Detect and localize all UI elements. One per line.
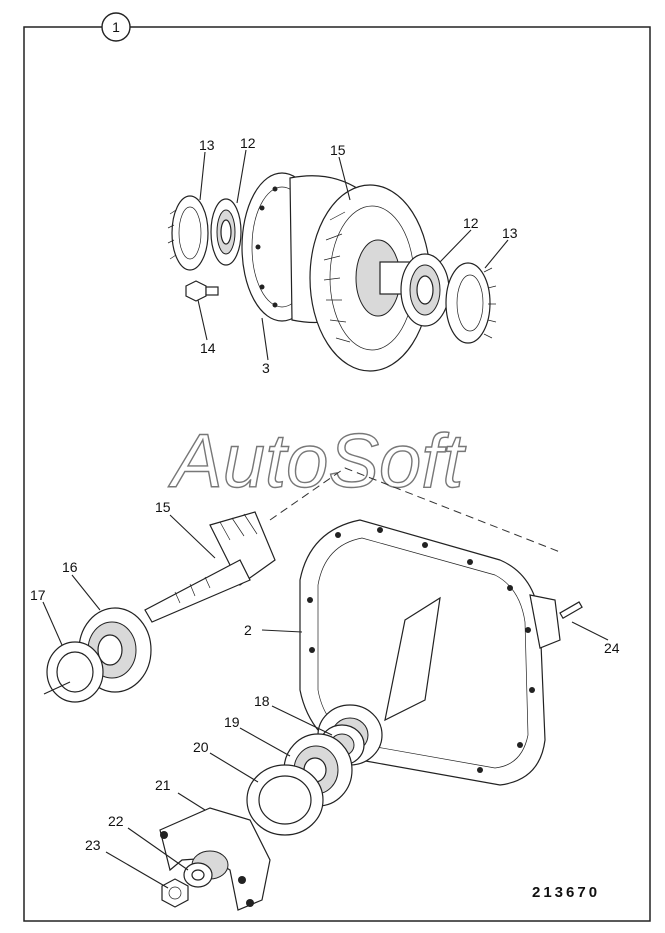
- pinion-gear: [144, 511, 276, 623]
- callout-12-right: 12: [463, 215, 479, 231]
- drive-yoke: [159, 807, 271, 911]
- callout-15-pinion: 15: [155, 499, 171, 515]
- callout-23: 23: [85, 837, 101, 853]
- yoke-nut: [161, 878, 189, 908]
- differential-assembly: [167, 172, 497, 372]
- callout-22: 22: [108, 813, 124, 829]
- callout-18: 18: [254, 693, 270, 709]
- callout-20: 20: [193, 739, 209, 755]
- callout-13-left: 13: [199, 137, 215, 153]
- callout-12-left: 12: [240, 135, 256, 151]
- left-bearing: [210, 198, 242, 266]
- lower-leader-lines: [42, 514, 609, 889]
- callout-2: 2: [244, 622, 252, 638]
- callout-21: 21: [155, 777, 171, 793]
- callout-19: 19: [224, 714, 240, 730]
- callout-14: 14: [200, 340, 216, 356]
- spacer-ring: [246, 764, 324, 836]
- watermark: AutoSoft: [168, 419, 466, 504]
- callout-3: 3: [262, 360, 270, 376]
- callout-17: 17: [30, 587, 46, 603]
- callout-16: 16: [62, 559, 78, 575]
- right-adjusting-nut: [445, 262, 497, 344]
- assembly-guide-line: [269, 467, 561, 553]
- figure-number: 1: [112, 19, 120, 35]
- breather: [559, 601, 583, 620]
- callout-24: 24: [604, 640, 620, 656]
- yoke-washer: [183, 862, 213, 888]
- callout-15-crown: 15: [330, 142, 346, 158]
- document-number: 213670: [532, 884, 600, 901]
- case-bolt: [185, 280, 219, 302]
- upper-leader-lines: [197, 149, 509, 361]
- figure-number-badge: 1: [101, 12, 131, 42]
- diagram-frame: [23, 26, 651, 922]
- pinion-shim: [46, 641, 104, 703]
- right-bearing: [379, 253, 450, 327]
- callout-13-right: 13: [502, 225, 518, 241]
- left-adjusting-nut: [167, 195, 209, 271]
